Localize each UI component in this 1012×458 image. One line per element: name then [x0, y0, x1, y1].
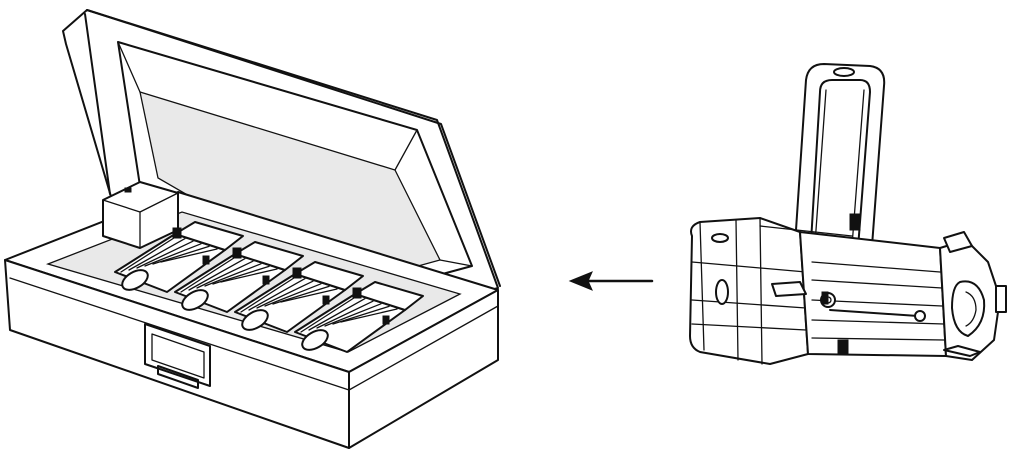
case-handle	[144, 323, 211, 389]
fixture-knobs	[759, 213, 861, 355]
case-fixture	[174, 241, 304, 313]
case-fixture	[114, 221, 244, 293]
case-lid	[62, 9, 501, 331]
case-fixture	[294, 281, 424, 353]
fixture-rear-housing	[689, 217, 809, 365]
profile-spotlight-fixture	[689, 63, 1007, 365]
storage-case	[4, 9, 501, 449]
fixture-barrel	[799, 231, 947, 357]
case-fixtures	[114, 221, 424, 353]
case-fixture	[234, 261, 364, 333]
arrow-left-icon	[568, 271, 654, 291]
fixture-lens-end	[939, 231, 1007, 361]
